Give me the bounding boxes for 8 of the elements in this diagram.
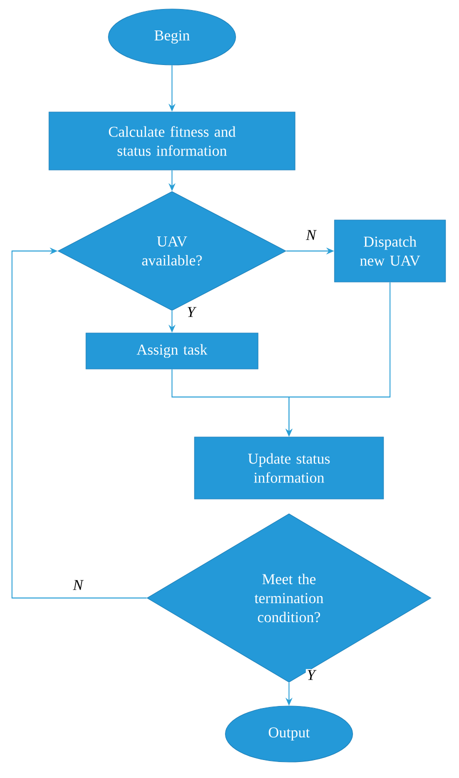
edge-label: Y bbox=[306, 669, 316, 681]
process-box: Dispatch new UAV bbox=[334, 220, 446, 282]
process-box: Assign task bbox=[86, 332, 258, 370]
edge-label: N bbox=[305, 229, 317, 241]
arrow bbox=[12, 247, 148, 598]
process-box: Update status information bbox=[194, 436, 384, 500]
process-box: Calculate fitness and status information bbox=[48, 112, 296, 170]
edge-label: N bbox=[72, 579, 84, 591]
